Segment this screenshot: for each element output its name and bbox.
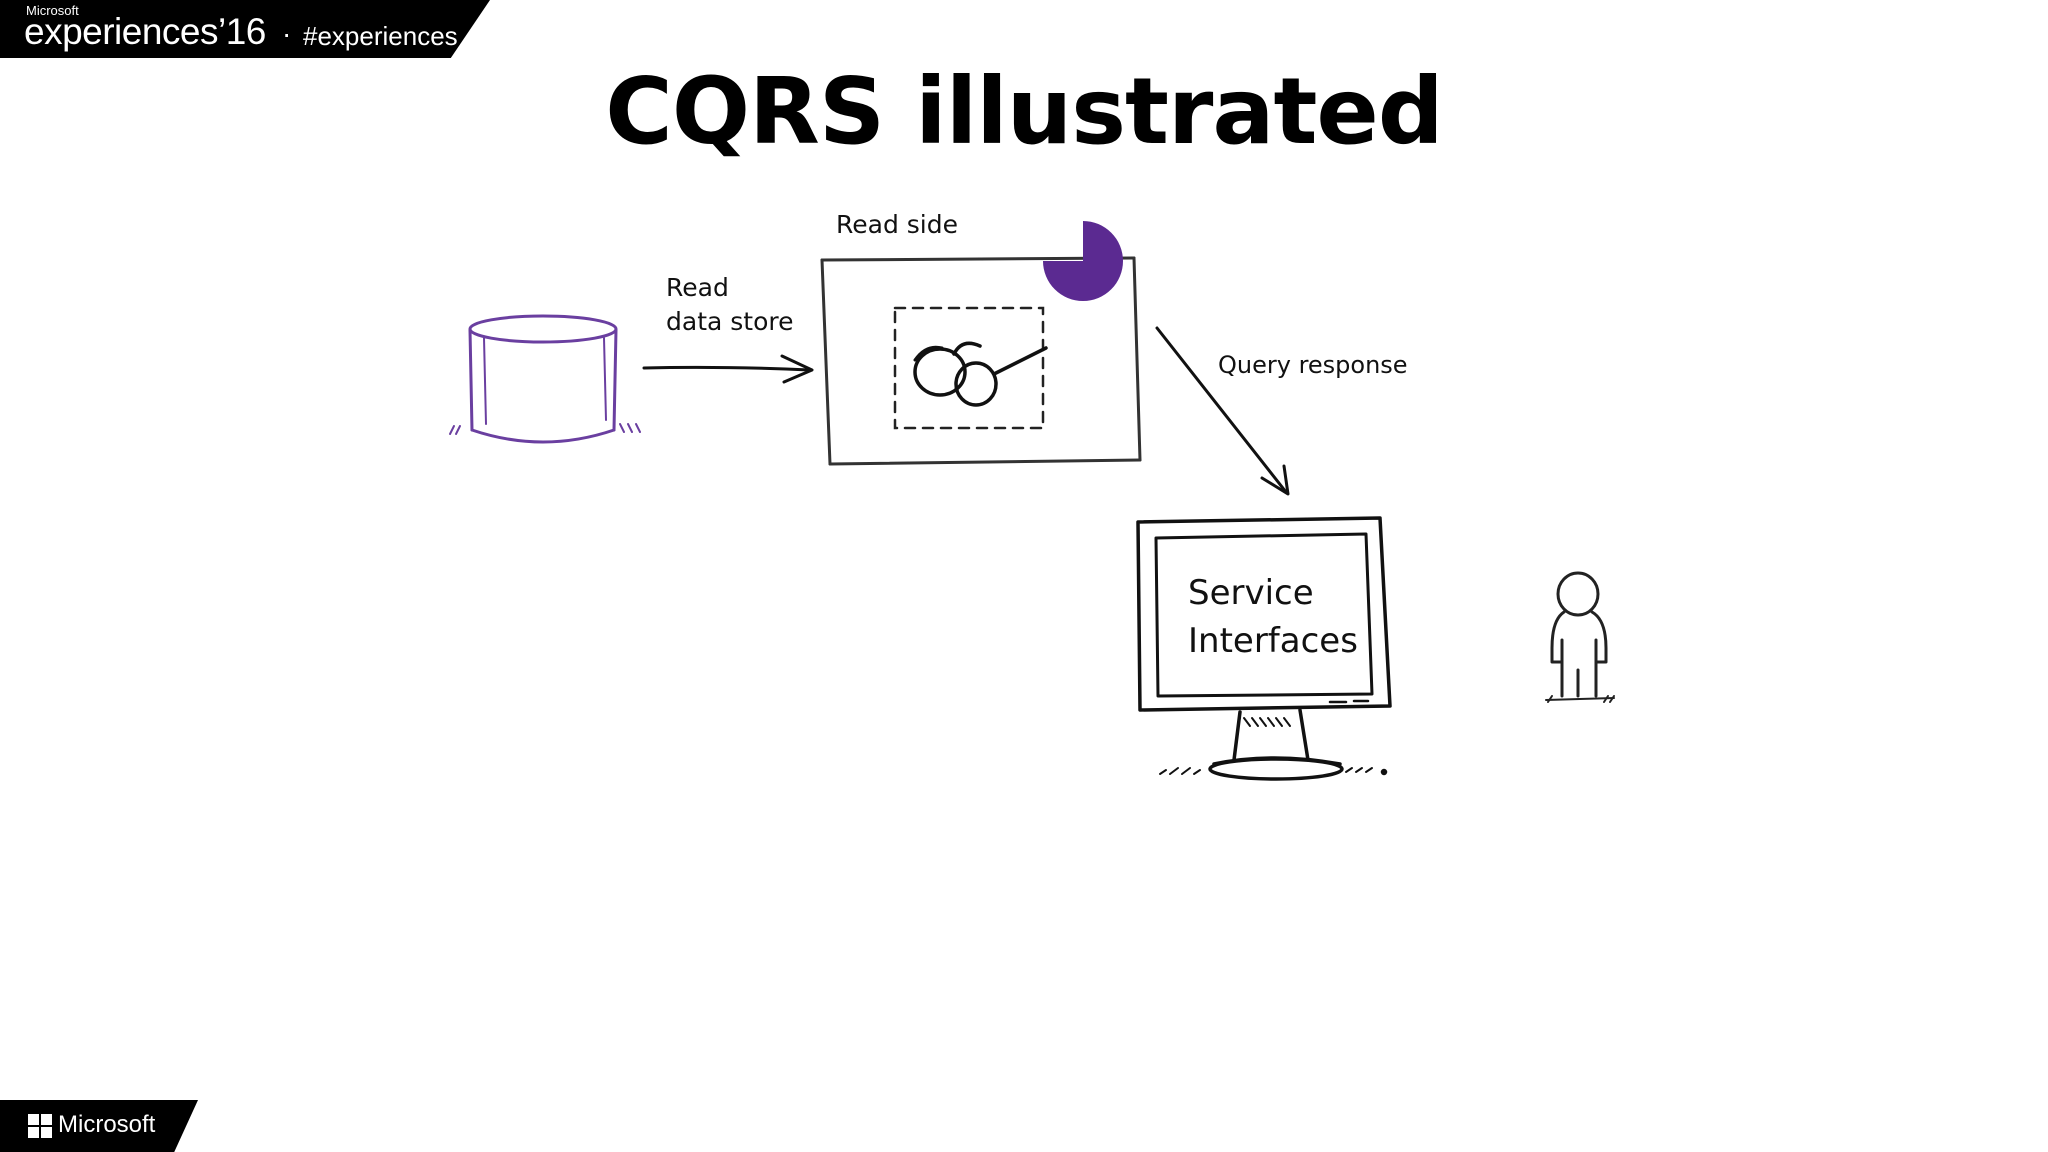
glasses-icon [913, 341, 1048, 407]
microsoft-brand: Microsoft [58, 1111, 156, 1138]
read-side-box [820, 256, 1142, 466]
event-name: experiences’16 [24, 11, 266, 52]
service-label-line2: Interfaces [1188, 621, 1358, 661]
monitor-icon [1136, 516, 1392, 781]
data-store-label-line2: data store [666, 307, 794, 336]
person-icon [1545, 571, 1615, 703]
query-response-arrow [1155, 326, 1290, 496]
microsoft-banner: Microsoft [0, 1100, 198, 1152]
pie-timer-icon [1043, 221, 1123, 301]
event-brand-small: Microsoft [26, 3, 79, 18]
event-hashtag: #experiences [303, 21, 458, 51]
data-store-label-line1: Read [666, 273, 729, 302]
event-banner: Microsoft experiences’16 · #experiences [0, 0, 490, 58]
read-side-label: Read side [836, 210, 958, 239]
event-separator: · [282, 18, 292, 49]
page-title: CQRS illustrated [605, 58, 1443, 165]
query-response-label: Query response [1218, 351, 1408, 379]
database-cylinder-icon [449, 314, 641, 444]
windows-logo-icon [28, 1114, 52, 1138]
read-arrow [642, 354, 814, 384]
service-label-line1: Service [1188, 573, 1314, 613]
